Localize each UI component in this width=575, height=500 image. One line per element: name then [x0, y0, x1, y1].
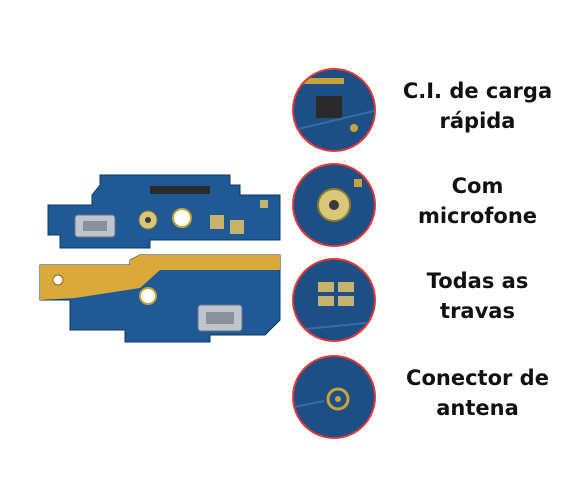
feature-antenna-connector: Conector de antena	[290, 355, 575, 447]
feature-label: Conector de antena	[406, 366, 549, 420]
antenna-connector-icon	[292, 355, 376, 439]
latch-icon	[292, 258, 376, 342]
feature-fast-charge-ic: C.I. de carga rápida	[290, 68, 575, 160]
microphone-icon	[292, 163, 376, 247]
chip-icon	[292, 68, 376, 152]
feature-label: Todas as travas	[426, 269, 529, 323]
feature-label: C.I. de carga rápida	[402, 79, 553, 133]
product-image	[30, 170, 285, 345]
feature-microphone: Com microfone	[290, 163, 575, 255]
feature-latches: Todas as travas	[290, 258, 575, 350]
feature-label: Com microfone	[417, 174, 538, 228]
